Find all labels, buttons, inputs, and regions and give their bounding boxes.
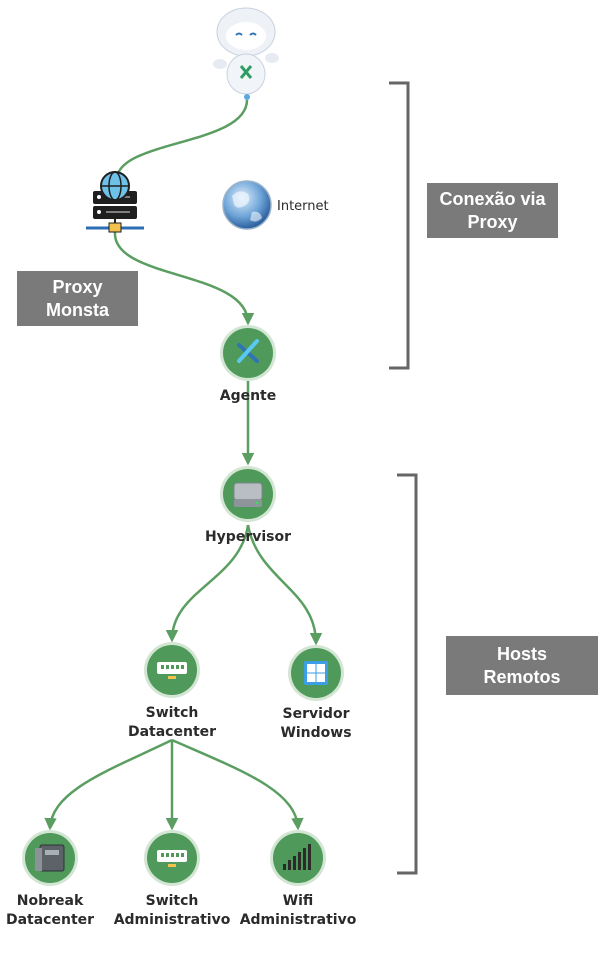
edges <box>44 99 323 831</box>
windows-logo-icon <box>304 661 328 685</box>
edge-switch-nobreak <box>44 738 173 831</box>
proxy-connection-line2: Proxy <box>467 211 518 232</box>
edge-hypervisor-switch-datacenter <box>165 524 250 643</box>
hard-drive-icon <box>233 482 263 507</box>
agent-label: Agente <box>220 388 277 404</box>
switch-datacenter-label-line2: Datacenter <box>128 724 216 740</box>
signal-bars-icon <box>283 844 311 870</box>
nobreak-datacenter-node[interactable] <box>22 830 78 886</box>
switch-datacenter-label-line1: Switch <box>146 705 199 721</box>
remote-hosts-bracket <box>397 473 418 875</box>
switch-datacenter-node[interactable] <box>144 642 200 698</box>
edge-switch-wifi <box>171 738 304 831</box>
network-switch-icon <box>157 662 187 679</box>
agent-node[interactable] <box>220 325 276 381</box>
servidor-windows-label-line2: Windows <box>280 725 351 741</box>
wifi-administrativo-node[interactable] <box>270 830 326 886</box>
proxy-monsta-line1: Proxy <box>52 276 103 297</box>
proxy-bracket <box>389 81 410 370</box>
nobreak-datacenter-label-line2: Datacenter <box>6 912 94 928</box>
internet-label: Internet <box>277 199 329 214</box>
remote-hosts-line2: Remotos <box>483 666 561 687</box>
proxy-monsta-label-box: Proxy Monsta <box>17 271 138 326</box>
servidor-windows-label-line1: Servidor <box>283 706 350 722</box>
hypervisor-label: Hypervisor <box>205 529 291 545</box>
servidor-windows-node[interactable] <box>288 645 344 701</box>
edge-mascot-proxy <box>115 99 249 179</box>
network-switch-icon <box>157 850 187 867</box>
edge-proxy-agent <box>113 231 255 326</box>
server-globe-icon <box>86 171 144 233</box>
switch-administrativo-node[interactable] <box>144 830 200 886</box>
nobreak-datacenter-label-line1: Nobreak <box>17 893 84 909</box>
globe-icon <box>222 180 272 230</box>
wifi-administrativo-label-line1: Wifi <box>283 893 314 909</box>
proxy-monsta-line2: Monsta <box>46 299 109 320</box>
proxy-connection-line1: Conexão via <box>439 188 546 209</box>
robot-mascot-icon <box>213 7 279 100</box>
wifi-administrativo-label-line2: Administrativo <box>240 912 357 928</box>
switch-administrativo-label-line1: Switch <box>146 893 199 909</box>
agent-logo-icon <box>237 339 259 363</box>
switch-administrativo-label-line2: Administrativo <box>114 912 231 928</box>
edge-hypervisor-servidor-windows <box>246 524 323 646</box>
proxy-connection-label-box: Conexão via Proxy <box>427 183 558 238</box>
hypervisor-node[interactable] <box>220 466 276 522</box>
ups-icon <box>35 844 65 872</box>
remote-hosts-line1: Hosts <box>496 643 547 664</box>
remote-hosts-label-box: Hosts Remotos <box>446 636 598 695</box>
